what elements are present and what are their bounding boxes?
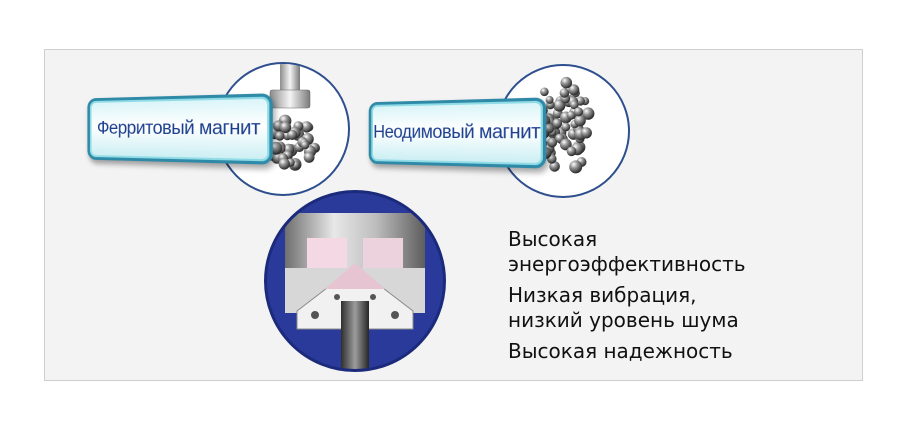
features-list: Высокая энергоэффективность Низкая вибра… (508, 227, 808, 370)
steel-ball (580, 127, 592, 139)
steel-ball (574, 114, 586, 127)
neodymium-magnet-label: Неодимовый магнит (368, 97, 547, 169)
ferrite-magnet-image (216, 62, 350, 196)
steel-ball (568, 84, 580, 96)
steel-ball (566, 110, 576, 120)
ferrite-magnet-label: Ферритовый магнит (87, 93, 273, 165)
motor-rotor-image (264, 190, 446, 372)
rotor-illustration (285, 213, 425, 369)
steel-ball (278, 158, 290, 170)
feature-item: Высокая надежность (508, 339, 808, 364)
feature-item: Высокая энергоэффективность (508, 227, 808, 277)
feature-line: Высокая надежность (508, 339, 733, 363)
steel-ball (560, 76, 573, 89)
steel-ball (540, 87, 549, 97)
steel-ball (301, 121, 313, 133)
steel-ball (287, 129, 298, 140)
feature-item: Низкая вибрация, низкий уровень шума (508, 283, 808, 333)
steel-ball (582, 107, 595, 120)
steel-ball (301, 141, 310, 150)
feature-line: Высокая (508, 227, 598, 251)
steel-ball (279, 121, 292, 134)
steel-ball (549, 161, 560, 172)
steel-ball (544, 123, 554, 134)
steel-ball (566, 146, 577, 157)
feature-line: энергоэффективность (508, 252, 746, 276)
steel-ball (559, 88, 570, 98)
feature-line: низкий уровень шума (508, 308, 739, 332)
steel-ball (547, 137, 558, 148)
feature-line: Низкая вибрация, (508, 283, 697, 307)
neodymium-magnet-label-text: Неодимовый магнит (373, 121, 541, 144)
steel-ball (545, 95, 554, 104)
ferrite-magnet-label-text: Ферритовый магнит (96, 117, 261, 140)
steel-ball (274, 131, 285, 141)
steel-ball (573, 107, 584, 117)
steel-ball (552, 118, 563, 129)
steel-ball (303, 152, 315, 163)
steel-ball (570, 100, 579, 110)
steel-ball (569, 160, 583, 174)
steel-ball (561, 122, 571, 132)
